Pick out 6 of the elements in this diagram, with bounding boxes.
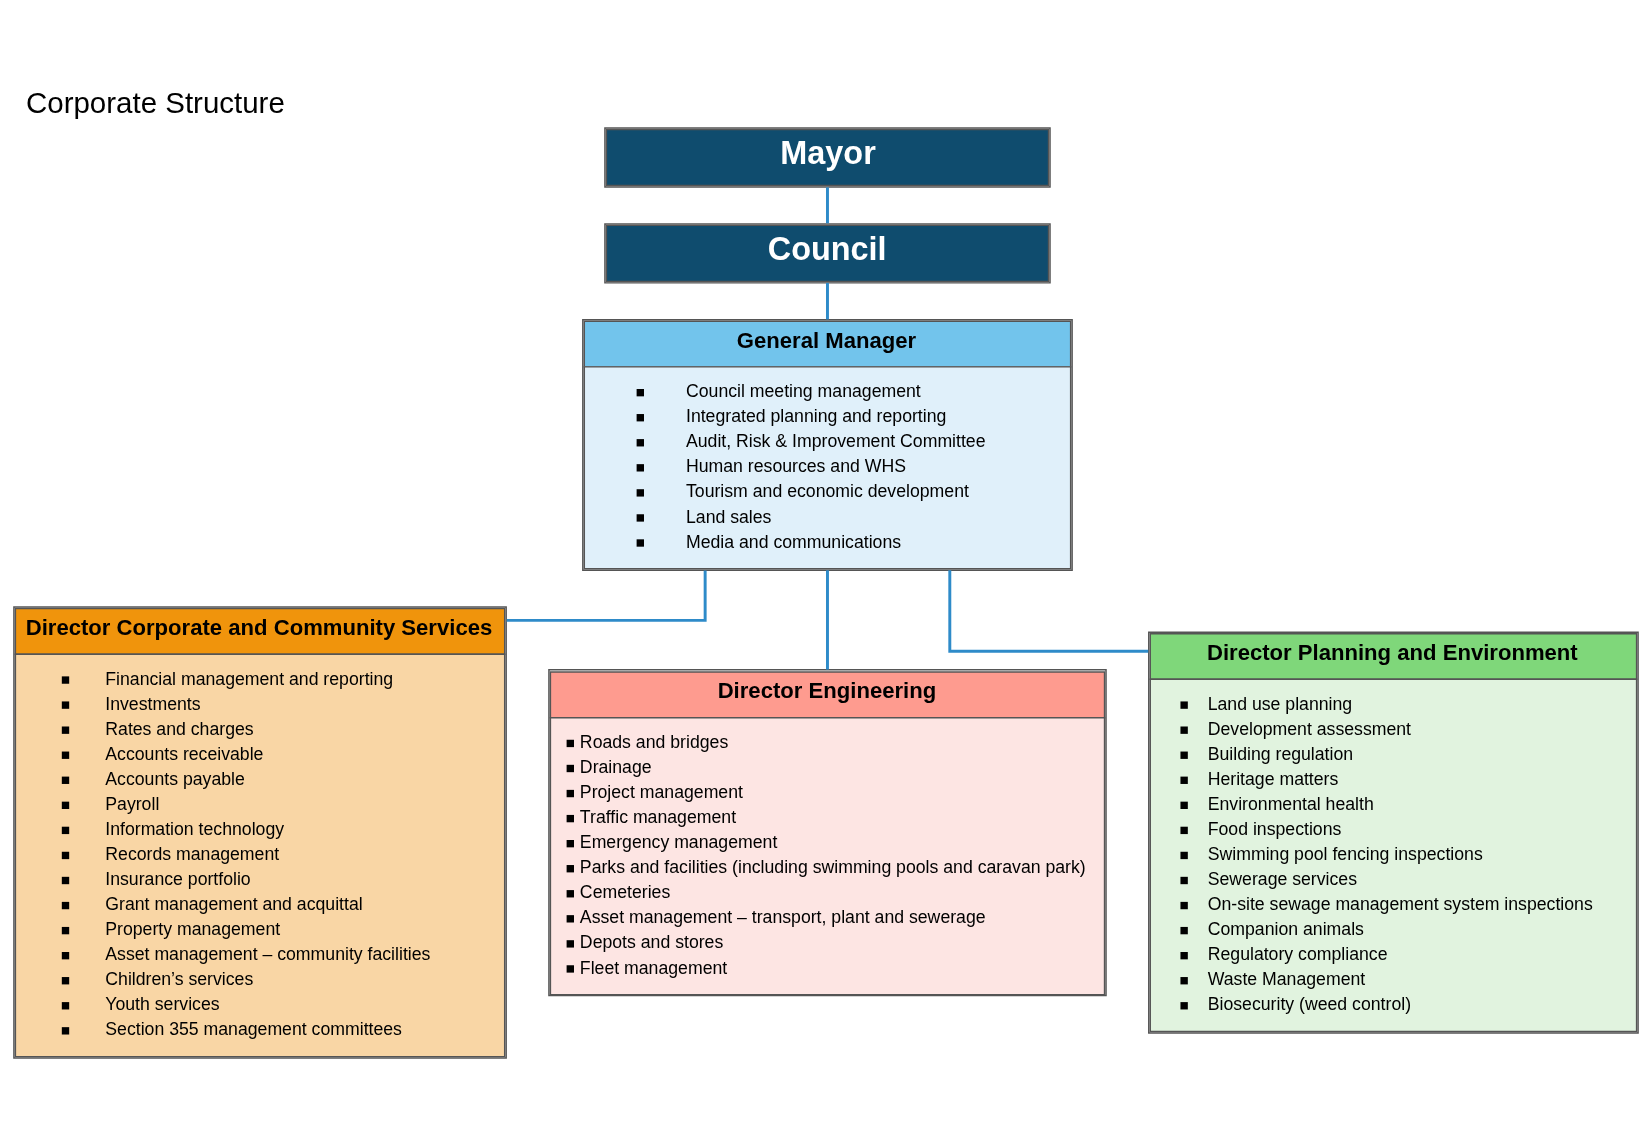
connector [506, 570, 707, 622]
connector [948, 570, 1149, 653]
connector [826, 570, 829, 670]
connector [826, 282, 829, 320]
diagram-title: Corporate Structure [26, 86, 285, 120]
connector [826, 187, 829, 224]
